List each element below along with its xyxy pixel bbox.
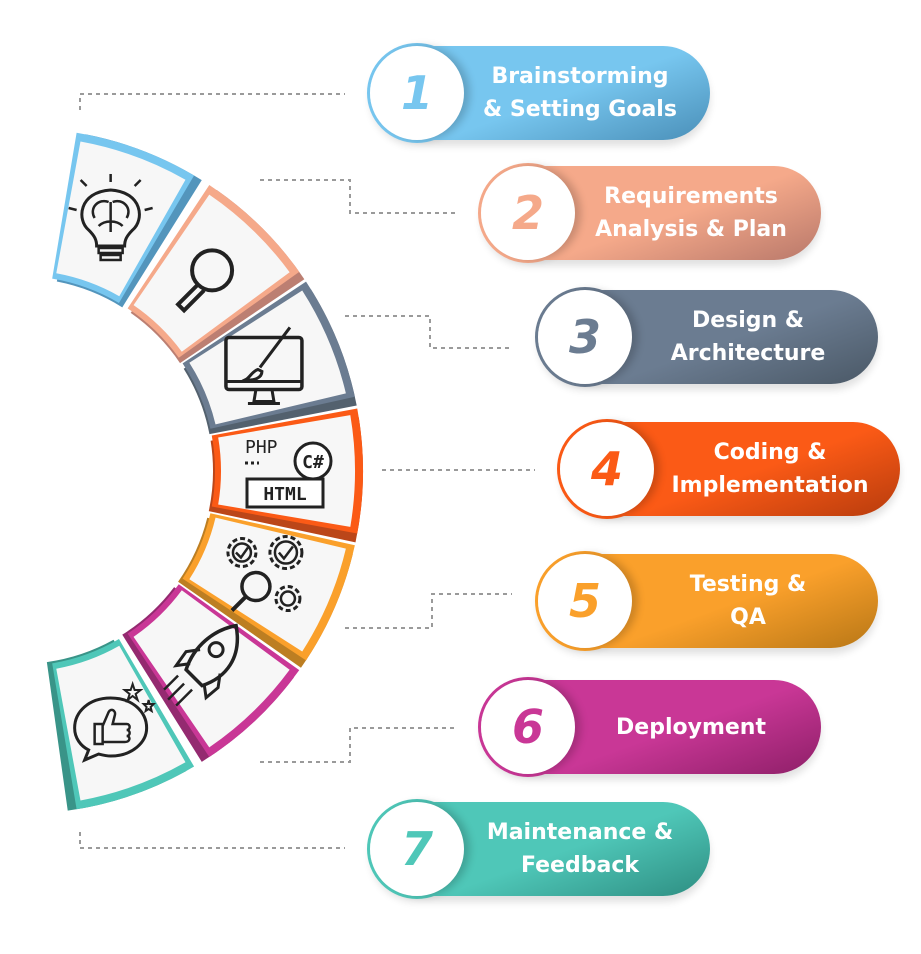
segment-face-2 [133,194,290,352]
step-label-line-1: Maintenance & [486,820,674,845]
arc-segment-5 [178,513,355,668]
step-number: 6 [511,700,544,754]
svg-text:PHP: PHP [245,437,278,458]
svg-text:HTML: HTML [263,484,307,505]
magnifier-icon [175,248,235,314]
arc-segment-6 [122,584,300,762]
connector-7 [79,832,345,849]
connector-2 [260,179,455,214]
step-number-badge-7: 7 [370,802,464,896]
arc-segment-2 [127,184,305,364]
step-label-line-1: Design & [691,308,805,333]
segment-face-6 [133,590,290,748]
step-label-line-2: Analysis & Plan [595,217,787,242]
step-number: 1 [400,66,433,120]
step-label-line-2: & Setting Goals [483,97,677,122]
step-number: 4 [590,442,623,496]
step-badge-ring-2 [478,163,578,263]
segment-face-1 [56,141,186,297]
step-badge-ring-4 [557,419,657,519]
connector-1 [79,93,345,110]
step-label-line-1: Requirements [604,184,778,209]
step-number-badge-3: 3 [538,290,632,384]
rocket-icon [163,623,239,707]
step-badge-ring-3 [535,287,635,387]
thumbs-up-chat-icon [73,680,157,763]
step-label-line-1: Deployment [616,714,766,740]
step-number: 5 [568,574,601,628]
step-pill-4: 4 Coding & Implementation [557,419,900,519]
step-label-line-1: Brainstorming [491,64,669,89]
step-number-badge-4: 4 [560,422,654,516]
monitor-paintbrush-icon [224,326,304,405]
step-label-4: Coding & Implementation [654,422,886,516]
step-label-line-1: Testing & [689,572,807,597]
step-number-badge-5: 5 [538,554,632,648]
step-number: 7 [400,822,433,876]
step-label-3: Design & Architecture [632,290,864,384]
step-label-line-1: Coding & [713,440,827,465]
step-number-badge-6: 6 [481,680,575,774]
step-badge-ring-6 [478,677,578,777]
connector-lines [79,93,535,849]
segment-face-5 [189,517,346,652]
connector-5 [345,593,512,629]
step-number-badge-1: 1 [370,46,464,140]
step-label-6: Deployment [575,680,807,774]
step-label-line-2: Architecture [670,341,826,366]
svg-text:C#: C# [302,452,324,473]
arc-segment-3 [182,281,357,435]
step-pill-6: 6 Deployment [478,677,821,777]
arc-segment-1 [52,132,202,308]
step-badge-ring-7 [367,799,467,899]
step-label-5: Testing & QA [632,554,864,648]
step-pill-5: 5 Testing & QA [535,551,878,651]
step-pill-1: 1 Brainstorming & Setting Goals [367,43,710,143]
gears-check-icon [226,535,304,613]
step-number: 3 [568,310,601,364]
step-label-line-2: Feedback [521,853,639,878]
arc-segment-7 [46,639,195,811]
step-label-line-2: Implementation [671,473,869,498]
step-number: 2 [511,186,544,240]
step-number-badge-2: 2 [481,166,575,260]
step-label-1: Brainstorming & Setting Goals [464,46,696,140]
arc-segment-4: PHP C# HTML [208,408,364,543]
connector-6 [260,727,455,763]
step-label-line-2: QA [730,605,766,630]
step-label-7: Maintenance & Feedback [464,802,696,896]
step-pill-3: 3 Design & Architecture [535,287,878,387]
step-badge-ring-1 [367,43,467,143]
brain-lightbulb-icon [68,173,153,262]
connector-3 [345,315,510,349]
step-badge-ring-5 [535,551,635,651]
code-languages-icon: PHP C# HTML [245,437,333,509]
step-pill-7: 7 Maintenance & Feedback [367,799,710,899]
